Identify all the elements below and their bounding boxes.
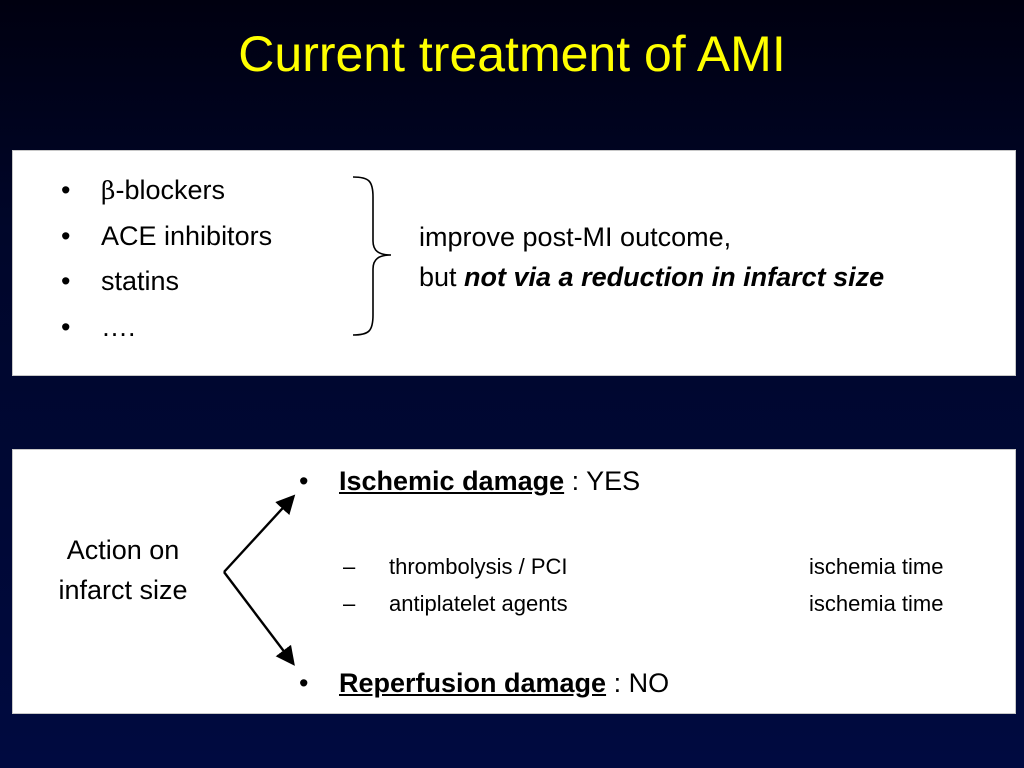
treatment-list: • β-blockers • ACE inhibitors • statins • …. (61, 173, 272, 355)
list-item: • …. (61, 310, 272, 356)
outcome-emphasis: not via a reduction in infarct size (464, 262, 885, 292)
sub-item-left: thrombolysis / PCI (389, 554, 568, 579)
list-item-text: statins (101, 266, 180, 296)
treatments-panel: • β-blockers • ACE inhibitors • statins • ….… (12, 150, 1016, 376)
sub-item-right: ischemia time (809, 591, 944, 616)
list-item-text: ACE inhibitors (101, 220, 273, 251)
reperfusion-damage-item: • Reperfusion damage : NO (299, 666, 669, 700)
list-item-text: …. (101, 311, 136, 342)
list-item: • statins (61, 264, 272, 310)
dash-icon: – (343, 591, 356, 616)
branch-arrows-icon (223, 494, 296, 666)
bullet-icon: • (299, 668, 309, 698)
outcome-text: improve post-MI outcome, but not via a r… (419, 217, 884, 297)
outcome-line-1: improve post-MI outcome, (419, 222, 732, 252)
slide-title: Current treatment of AMI (238, 26, 786, 82)
list-item: • ACE inhibitors (61, 219, 272, 265)
bullet-icon: • (61, 220, 71, 251)
sub-item: – thrombolysis / PCI ischemia time (343, 553, 943, 581)
sub-item-right: ischemia time (809, 554, 944, 579)
outcome-line-2: but not via a reduction in infarct size (419, 257, 884, 297)
bullet-icon: • (61, 266, 71, 296)
bullet-icon: • (61, 175, 71, 205)
list-item-text: -blockers (115, 175, 225, 205)
outcome-prefix: but (419, 262, 465, 292)
action-label-line-2: infarct size (58, 575, 188, 605)
reperfusion-damage-value: : NO (606, 668, 670, 698)
sub-item-left: antiplatelet agents (389, 591, 568, 616)
beta-symbol: β (101, 176, 116, 205)
ischemic-damage-value: : YES (564, 466, 641, 496)
list-item: • β-blockers (61, 173, 272, 219)
reperfusion-damage-label: Reperfusion damage (339, 668, 607, 698)
action-label: Action on infarct size (35, 530, 211, 610)
sub-item: – antiplatelet agents ischemia time (343, 590, 943, 618)
action-label-line-1: Action on (66, 535, 180, 565)
dash-icon: – (343, 554, 356, 579)
right-brace-icon (353, 176, 392, 336)
bullet-icon: • (61, 311, 71, 342)
ischemic-damage-label: Ischemic damage (339, 466, 565, 496)
infarct-action-panel: Action on infarct size • Ischemic damage … (12, 449, 1016, 714)
ischemic-damage-item: • Ischemic damage : YES (299, 464, 640, 498)
bullet-icon: • (299, 466, 309, 496)
